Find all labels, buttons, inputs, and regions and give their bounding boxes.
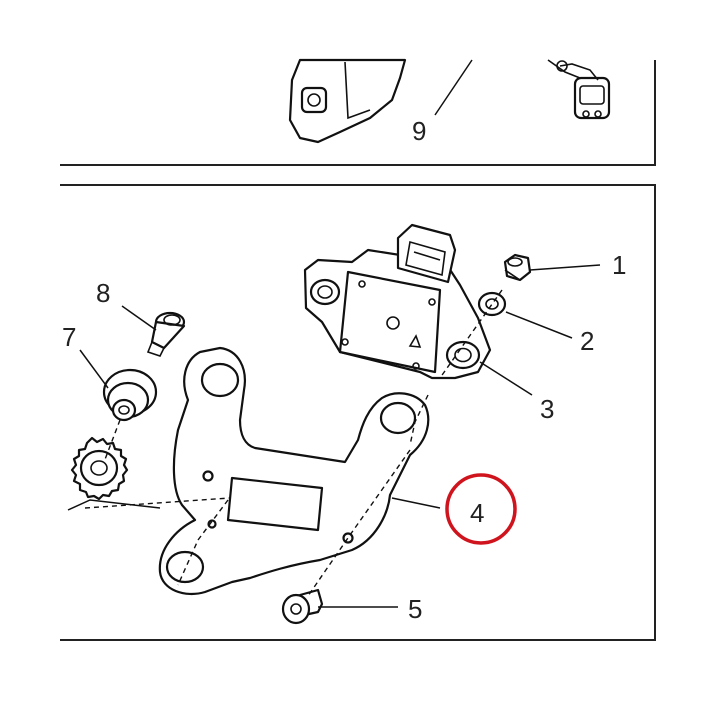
label-5: 5: [408, 594, 422, 624]
washer: [477, 291, 507, 317]
leader-1: [529, 264, 601, 271]
toothed-ring: [70, 436, 129, 501]
main-panel-frame: [60, 184, 656, 641]
label-2: 2: [580, 326, 594, 356]
leader-9: [434, 59, 473, 116]
mounting-bracket: [158, 346, 430, 596]
main-panel: 1 2 3 4 5 7 8: [60, 184, 656, 641]
top-sensor-fragment: [547, 59, 611, 120]
stud: [146, 311, 186, 357]
screw: [281, 588, 324, 625]
leader-8: [121, 305, 157, 331]
label-3: 3: [540, 394, 554, 424]
nut: [503, 253, 532, 282]
top-panel-frame: [60, 60, 656, 166]
label-4: 4: [470, 498, 484, 528]
top-bracket-fragment: [288, 58, 407, 144]
leader-7: [79, 349, 109, 389]
label-7: 7: [62, 322, 76, 352]
sensor-unit: [303, 223, 492, 380]
leader-gear: [67, 499, 161, 511]
grommet: [102, 368, 158, 422]
leader-2: [505, 311, 573, 339]
label-1: 1: [612, 250, 626, 280]
label-8: 8: [96, 278, 110, 308]
highlight-circle: [445, 473, 517, 545]
leader-3: [479, 361, 533, 396]
top-panel: 9: [60, 58, 656, 166]
leader-4: [391, 497, 441, 509]
assembly-dash-lines: [84, 289, 503, 597]
label-9: 9: [412, 116, 426, 146]
